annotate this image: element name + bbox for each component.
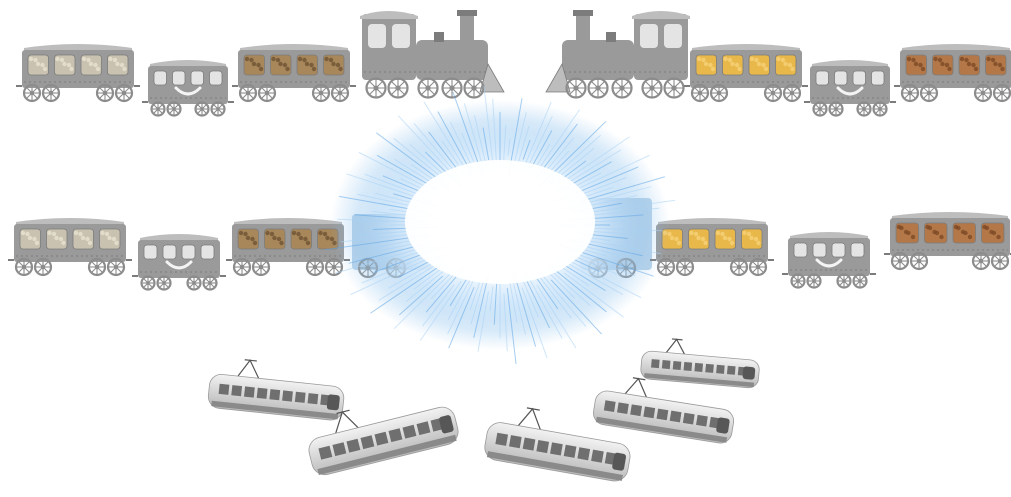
train-row-top	[16, 10, 1011, 116]
tram-window	[694, 363, 703, 372]
tram-window	[727, 366, 736, 375]
cab-window	[664, 24, 682, 48]
car-window	[813, 243, 826, 257]
passenger-car-top-left	[142, 60, 234, 116]
tram-window	[716, 365, 725, 374]
cargo-car-sand-top	[684, 44, 808, 101]
tram-5	[640, 336, 761, 388]
car-window	[853, 71, 866, 85]
trams-group	[207, 336, 761, 483]
tram-window	[536, 440, 549, 453]
pantograph	[666, 339, 686, 355]
tram-window	[630, 404, 642, 416]
pantograph	[237, 359, 260, 379]
car-window	[154, 71, 167, 85]
tram-window	[651, 359, 660, 368]
car-window	[832, 243, 845, 257]
train-row-collision	[8, 86, 1011, 364]
passenger-car-mid-right	[782, 232, 876, 288]
tram-1	[207, 356, 347, 421]
car-window	[182, 245, 195, 259]
cargo-car-logs-top	[894, 44, 1011, 101]
tram-window	[257, 388, 268, 399]
passenger-car-mid-left	[132, 234, 226, 290]
car-window	[872, 71, 885, 85]
smokestack	[457, 10, 477, 16]
cab-window	[392, 24, 410, 48]
cargo-car-seeds-top	[232, 44, 356, 101]
car-window	[163, 245, 176, 259]
car-window	[201, 245, 214, 259]
tram-window	[308, 393, 319, 404]
tram-window	[564, 445, 577, 458]
locomotive-top-left	[360, 10, 504, 98]
passenger-car-top-right	[804, 60, 896, 116]
tram-window	[523, 438, 536, 451]
tram-window	[683, 413, 695, 425]
car-window	[210, 71, 223, 85]
tram-window	[231, 385, 242, 396]
tram-window	[495, 433, 508, 446]
cargo-car-grain-top	[16, 44, 140, 101]
tram-window	[295, 392, 306, 403]
cargo-car-logs-mid	[884, 212, 1011, 269]
locomotive-top-right	[546, 10, 690, 98]
left-train-top	[16, 10, 504, 116]
tram-window	[282, 390, 293, 401]
tram-window	[670, 411, 682, 423]
car-window	[835, 71, 848, 85]
tram-window	[643, 407, 655, 419]
cab-window	[368, 24, 386, 48]
car-window	[191, 71, 204, 85]
tram-window	[509, 435, 522, 448]
tram-window	[244, 386, 255, 397]
car-window	[144, 245, 157, 259]
tram-window	[673, 361, 682, 370]
tram-window	[657, 409, 669, 421]
car-window	[794, 243, 807, 257]
explosion-effect	[325, 86, 675, 364]
tram-window	[219, 384, 230, 395]
tram-window	[604, 400, 616, 412]
tram-window	[550, 442, 563, 455]
cab-window	[640, 24, 658, 48]
cargo-car-grain-mid	[8, 218, 132, 275]
tram-window	[617, 402, 629, 414]
car-window	[173, 71, 186, 85]
right-train-top	[546, 10, 1011, 116]
tram-window	[684, 362, 693, 371]
tram-window	[696, 415, 708, 427]
tram-window	[662, 360, 671, 369]
tram-window	[577, 447, 590, 460]
tram-window	[705, 364, 714, 373]
smokestack	[573, 10, 593, 16]
explosion-core	[405, 160, 595, 284]
car-window	[816, 71, 829, 85]
tram-window	[269, 389, 280, 400]
car-window	[851, 243, 864, 257]
tram-window	[591, 450, 604, 463]
